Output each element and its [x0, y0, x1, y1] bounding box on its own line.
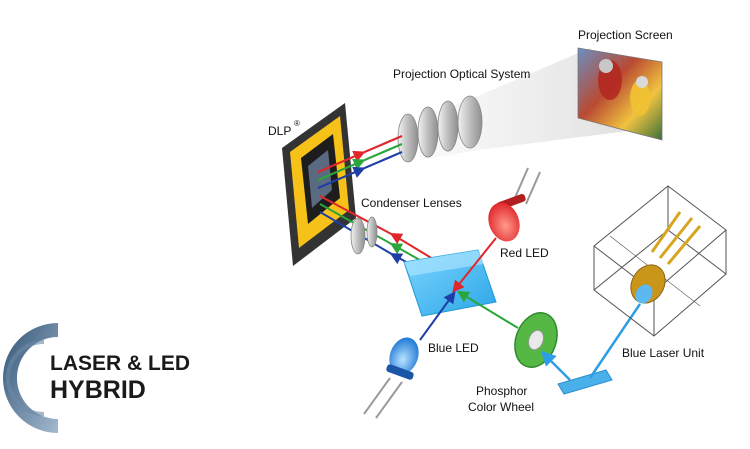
laser-ray-from-unit: [588, 303, 642, 379]
projection-screen: [577, 47, 663, 141]
label-condenser-lenses: Condenser Lenses: [361, 196, 462, 210]
laser-diode: [630, 211, 702, 304]
label-projection-optical-system: Projection Optical System: [393, 67, 530, 81]
laser-ray-to-wheel: [540, 350, 571, 381]
label-dlp: DLP: [268, 124, 291, 138]
label-color-wheel: Color Wheel: [468, 400, 534, 414]
logo-line2: HYBRID: [50, 376, 146, 404]
blue-laser-unit: [593, 185, 727, 337]
logo-ring-icon: [3, 323, 59, 433]
blue-led-ray: [419, 291, 456, 341]
laser-led-hybrid-logo: LASER & LED HYBRID: [3, 323, 190, 433]
red-led: [488, 167, 541, 242]
label-blue-led: Blue LED: [428, 341, 479, 355]
label-dlp-registered-mark: ®: [294, 119, 300, 128]
red-led-ray: [452, 237, 497, 293]
condenser-lenses: [350, 216, 378, 255]
blue-led: [363, 337, 419, 419]
label-projection-screen: Projection Screen: [578, 28, 673, 42]
green-phosphor-ray: [456, 290, 519, 329]
phosphor-color-wheel: [514, 312, 558, 368]
logo-line1: LASER & LED: [50, 352, 190, 375]
label-red-led: Red LED: [500, 246, 549, 260]
label-phosphor: Phosphor: [476, 384, 527, 398]
label-blue-laser-unit: Blue Laser Unit: [622, 346, 705, 360]
output-rays: [317, 135, 403, 189]
laser-mirror: [557, 369, 613, 395]
